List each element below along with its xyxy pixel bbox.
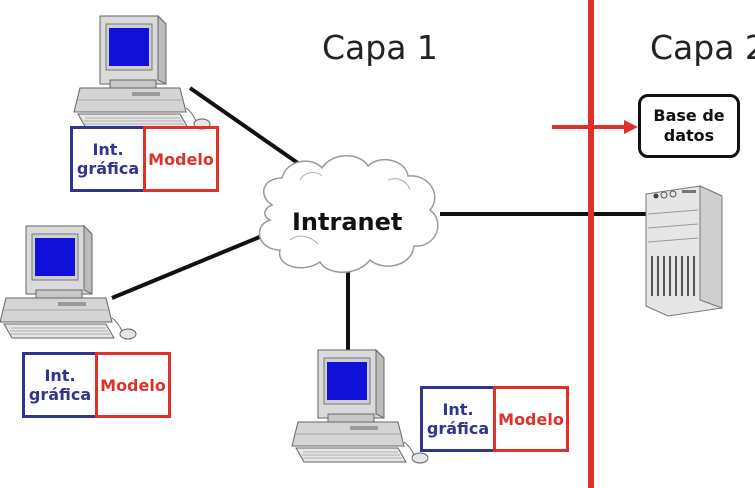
arrow-to-database bbox=[552, 120, 638, 134]
server-tower-icon bbox=[645, 185, 723, 317]
database-box: Base de datos bbox=[638, 94, 740, 158]
client2-model-box: Modelo bbox=[95, 352, 171, 418]
client1-model-box: Modelo bbox=[143, 126, 219, 192]
client1-computer-icon bbox=[73, 15, 211, 130]
database-label-line1: Base de bbox=[653, 106, 725, 125]
layer2-title: Capa 2 bbox=[650, 28, 755, 67]
client3-model-box: Modelo bbox=[493, 386, 569, 452]
client3-model-label: Modelo bbox=[498, 409, 564, 429]
client3-ui-box: Int. gráfica bbox=[420, 386, 496, 452]
database-label-line2: datos bbox=[663, 126, 715, 145]
client3-ui-label-line1: Int. bbox=[442, 400, 474, 419]
client2-computer-icon bbox=[0, 225, 137, 340]
tier-separator-line bbox=[588, 0, 594, 488]
client1-ui-label-line2: gráfica bbox=[76, 159, 140, 178]
link-client2-intranet bbox=[111, 234, 263, 300]
client3-ui-label-line2: gráfica bbox=[426, 419, 490, 438]
client2-model-label: Modelo bbox=[100, 375, 166, 395]
client1-model-label: Modelo bbox=[148, 149, 214, 169]
client2-ui-label-line1: Int. bbox=[44, 366, 76, 385]
client2-ui-box: Int. gráfica bbox=[22, 352, 98, 418]
client2-ui-label-line2: gráfica bbox=[28, 385, 92, 404]
client3-computer-icon bbox=[291, 349, 429, 464]
client1-ui-box: Int. gráfica bbox=[70, 126, 146, 192]
layer1-title: Capa 1 bbox=[322, 28, 438, 67]
client1-ui-label-line1: Int. bbox=[92, 140, 124, 159]
intranet-label: Intranet bbox=[292, 208, 403, 236]
intranet-cloud bbox=[258, 155, 439, 273]
